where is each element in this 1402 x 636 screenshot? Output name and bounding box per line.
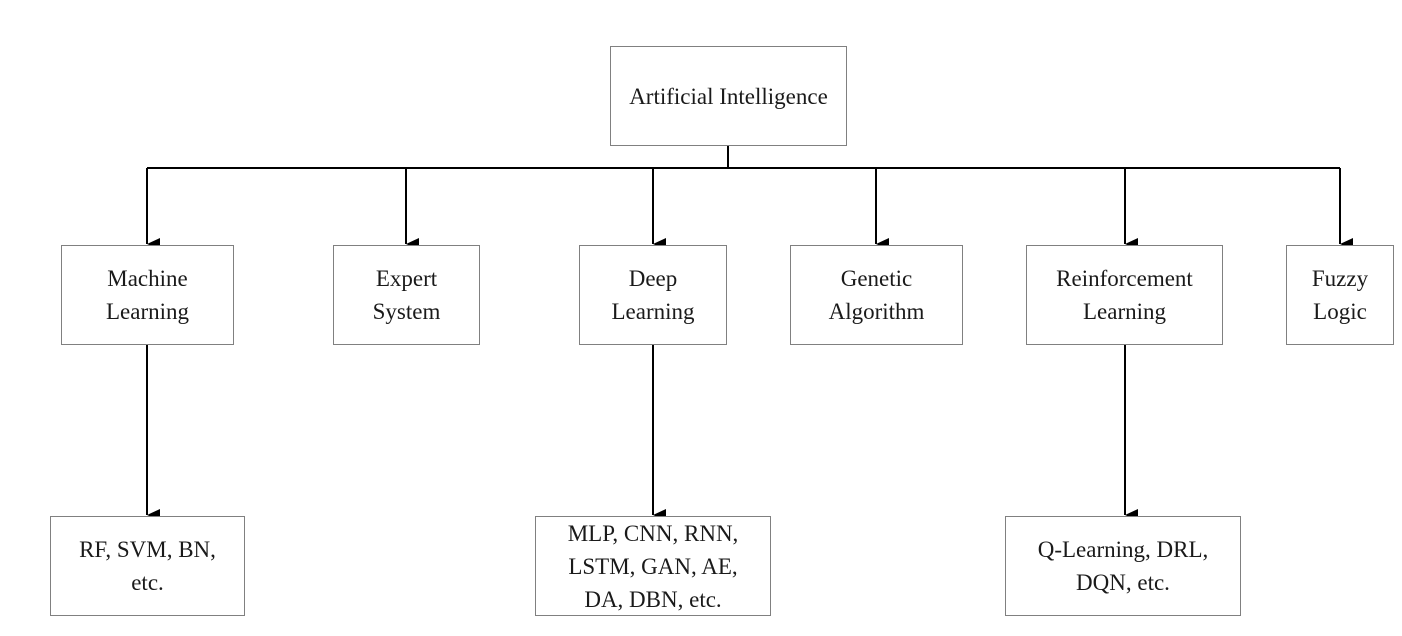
category-node-deep-learning: Deep Learning [579, 245, 727, 345]
category-label-fuzzy-logic: Fuzzy Logic [1311, 266, 1369, 324]
examples-node-reinforcement-learning: Q-Learning, DRL, DQN, etc. [1005, 516, 1241, 616]
category-node-machine-learning: Machine Learning [61, 245, 234, 345]
examples-node-deep-learning: MLP, CNN, RNN, LSTM, GAN, AE, DA, DBN, e… [535, 516, 771, 616]
category-label-deep-learning: Deep Learning [611, 266, 695, 324]
examples-label-reinforcement-learning: Q-Learning, DRL, DQN, etc. [1037, 537, 1209, 595]
root-node-artificial-intelligence: Artificial Intelligence [610, 46, 847, 146]
category-label-expert-system: Expert System [372, 266, 441, 324]
examples-label-machine-learning: RF, SVM, BN, etc. [79, 537, 216, 595]
category-label-reinforcement-learning: Reinforcement Learning [1056, 266, 1193, 324]
root-node-label: Artificial Intelligence [629, 83, 828, 109]
category-node-reinforcement-learning: Reinforcement Learning [1026, 245, 1223, 345]
category-node-expert-system: Expert System [333, 245, 480, 345]
category-node-genetic-algorithm: Genetic Algorithm [790, 245, 963, 345]
examples-node-machine-learning: RF, SVM, BN, etc. [50, 516, 245, 616]
category-label-machine-learning: Machine Learning [105, 266, 189, 324]
category-node-fuzzy-logic: Fuzzy Logic [1286, 245, 1394, 345]
category-label-genetic-algorithm: Genetic Algorithm [828, 266, 925, 324]
examples-label-deep-learning: MLP, CNN, RNN, LSTM, GAN, AE, DA, DBN, e… [567, 520, 739, 612]
